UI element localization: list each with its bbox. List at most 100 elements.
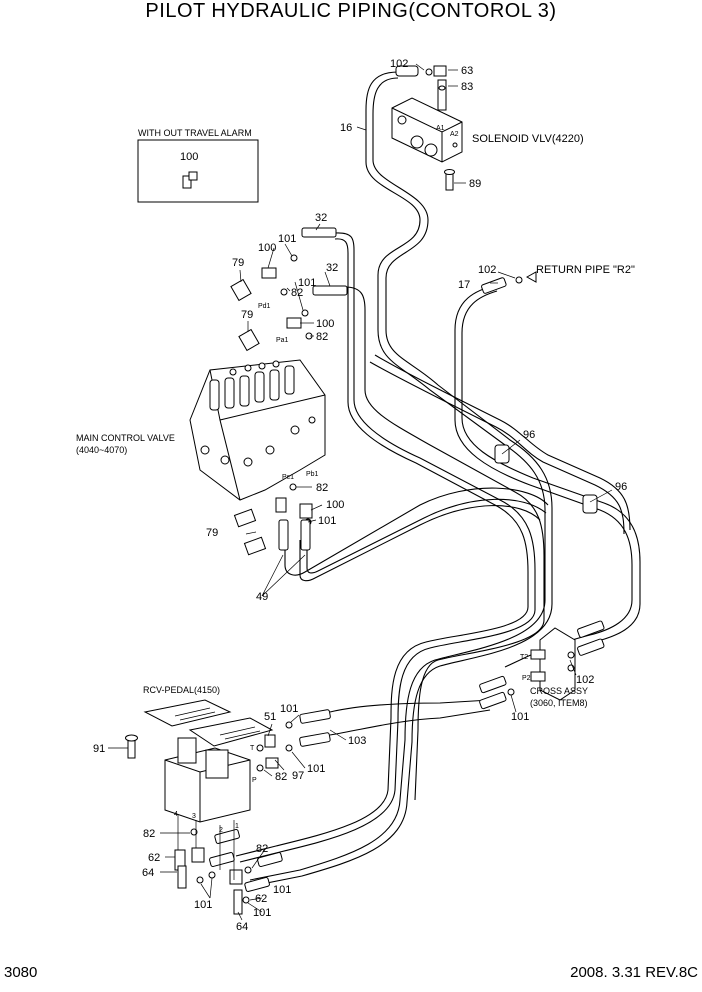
solenoid-coil-a bbox=[410, 135, 424, 149]
part-82-rcv-c: 82 bbox=[256, 843, 268, 855]
pedal-base-edge bbox=[164, 759, 251, 822]
oring-82e bbox=[190, 828, 198, 836]
pipe-49-outer bbox=[299, 505, 541, 582]
pipe-16-inner bbox=[251, 77, 553, 887]
pipe-17-inner bbox=[461, 290, 641, 643]
label-rcv-pedal: RCV-PEDAL(4150) bbox=[143, 685, 220, 695]
fitting-64a bbox=[177, 865, 187, 889]
fitting-64b bbox=[233, 889, 243, 915]
bolt-91-head bbox=[125, 734, 138, 742]
bolt-89-head bbox=[444, 169, 455, 175]
part-62-a: 62 bbox=[148, 852, 160, 864]
solenoid-valve bbox=[391, 65, 463, 191]
oring-101i bbox=[242, 896, 250, 904]
port-3: 3 bbox=[192, 813, 196, 820]
hose-end-rcv-d bbox=[244, 876, 270, 892]
part-numbers: 102 63 83 16 89 100 32 101 100 79 101 32… bbox=[93, 58, 627, 933]
label-main-valve-range: (4040~4070) bbox=[76, 445, 127, 455]
main-control-valve bbox=[189, 359, 326, 501]
port-pd1: Pd1 bbox=[258, 303, 271, 310]
part-51: 51 bbox=[264, 711, 276, 723]
hose-end-103a bbox=[479, 675, 507, 694]
part-102-return: 102 bbox=[478, 264, 496, 276]
pedal-right bbox=[188, 717, 274, 747]
part-82-upper-b: 82 bbox=[316, 331, 328, 343]
part-100-upper-a: 100 bbox=[258, 242, 276, 254]
oring-102a bbox=[425, 68, 433, 76]
part-16: 16 bbox=[340, 122, 352, 134]
part-101-rcv-c: 101 bbox=[194, 899, 212, 911]
part-97: 97 bbox=[292, 770, 304, 782]
part-64-a: 64 bbox=[142, 867, 154, 879]
part-64-b: 64 bbox=[236, 921, 248, 933]
elbow-62b bbox=[229, 869, 243, 885]
part-32-lower: 32 bbox=[326, 262, 338, 274]
port-pa1: Pa1 bbox=[276, 337, 289, 344]
fitting-63 bbox=[433, 65, 447, 77]
hose-end-103c bbox=[299, 732, 331, 747]
part-101-upper-a: 101 bbox=[278, 233, 296, 245]
part-82-rcv-b: 82 bbox=[143, 828, 155, 840]
component-labels: SOLENOID VLV(4220) RETURN PIPE "R2" WITH… bbox=[76, 128, 635, 708]
port-t: T bbox=[250, 745, 255, 752]
fitting-97 bbox=[265, 757, 279, 769]
pipe-routes bbox=[235, 71, 641, 887]
port-pb1: Pb1 bbox=[306, 471, 319, 478]
pipe-32b-outer bbox=[344, 286, 545, 801]
oring-102c bbox=[567, 651, 575, 659]
port-marks: A1 A2 Pd1 Pa1 Pc1 Pb1 T2 P2 T P 4 3 2 1 bbox=[174, 125, 531, 834]
pedal-base bbox=[164, 747, 251, 823]
hose-end-49a bbox=[278, 519, 289, 551]
oring-82c bbox=[289, 483, 297, 491]
cross-port-t2 bbox=[530, 649, 546, 660]
valve-body bbox=[189, 359, 326, 501]
hose-end-cross-b bbox=[577, 638, 605, 656]
label-solenoid: SOLENOID VLV(4220) bbox=[472, 133, 584, 145]
oring-101g bbox=[196, 876, 204, 884]
fitting-102a bbox=[395, 65, 419, 77]
solenoid-body bbox=[391, 97, 463, 163]
elbow-62a bbox=[191, 847, 205, 863]
oring-101e bbox=[285, 721, 293, 729]
switch-79b bbox=[238, 328, 260, 352]
fitting-83 bbox=[437, 79, 447, 111]
pipe-16-outer bbox=[249, 71, 546, 881]
rcv-fittings bbox=[174, 709, 331, 915]
part-82-lower: 82 bbox=[316, 482, 328, 494]
part-17: 17 bbox=[458, 279, 470, 291]
part-63: 63 bbox=[461, 65, 473, 77]
pipe-loop-96a-inner bbox=[369, 361, 625, 535]
port-p: P bbox=[252, 777, 257, 784]
oring-82d bbox=[256, 764, 264, 772]
solenoid-port bbox=[397, 115, 407, 125]
port-2: 2 bbox=[219, 827, 223, 834]
part-100-upper-b: 100 bbox=[316, 318, 334, 330]
hose-end-rcv-a bbox=[214, 828, 240, 844]
port-4: 4 bbox=[174, 811, 178, 818]
tee-100a bbox=[261, 267, 277, 279]
cross-assy bbox=[479, 620, 605, 710]
pedal-port-lines bbox=[177, 815, 235, 880]
return-fittings bbox=[481, 271, 537, 294]
oring-101a bbox=[290, 254, 298, 262]
label-main-valve: MAIN CONTROL VALVE bbox=[76, 433, 175, 443]
label-return-pipe: RETURN PIPE "R2" bbox=[536, 264, 635, 276]
part-79-upper-a: 79 bbox=[232, 257, 244, 269]
fitting-100-elbow bbox=[188, 171, 198, 181]
part-83: 83 bbox=[461, 81, 473, 93]
pipe-loop-96a bbox=[374, 354, 631, 531]
pipe-49b-outer bbox=[284, 487, 549, 576]
clamp-96b bbox=[582, 494, 598, 514]
label-cross-assy-ref: (3060, ITEM8) bbox=[530, 698, 588, 708]
oring-101f bbox=[285, 744, 293, 752]
label-cross-assy: CROSS ASSY bbox=[530, 686, 588, 696]
pipe-103-inner bbox=[329, 709, 491, 736]
part-101-rcv-b: 101 bbox=[307, 763, 325, 775]
fitting-51 bbox=[264, 734, 276, 748]
label-without-travel-alarm: WITH OUT TRAVEL ALARM bbox=[138, 128, 252, 138]
travel-alarm-box bbox=[137, 139, 259, 203]
hose-end-cross-a bbox=[577, 620, 605, 638]
part-100-alarm: 100 bbox=[180, 151, 198, 163]
port-1: 1 bbox=[235, 823, 239, 830]
pedal-bracket-right bbox=[205, 749, 229, 779]
